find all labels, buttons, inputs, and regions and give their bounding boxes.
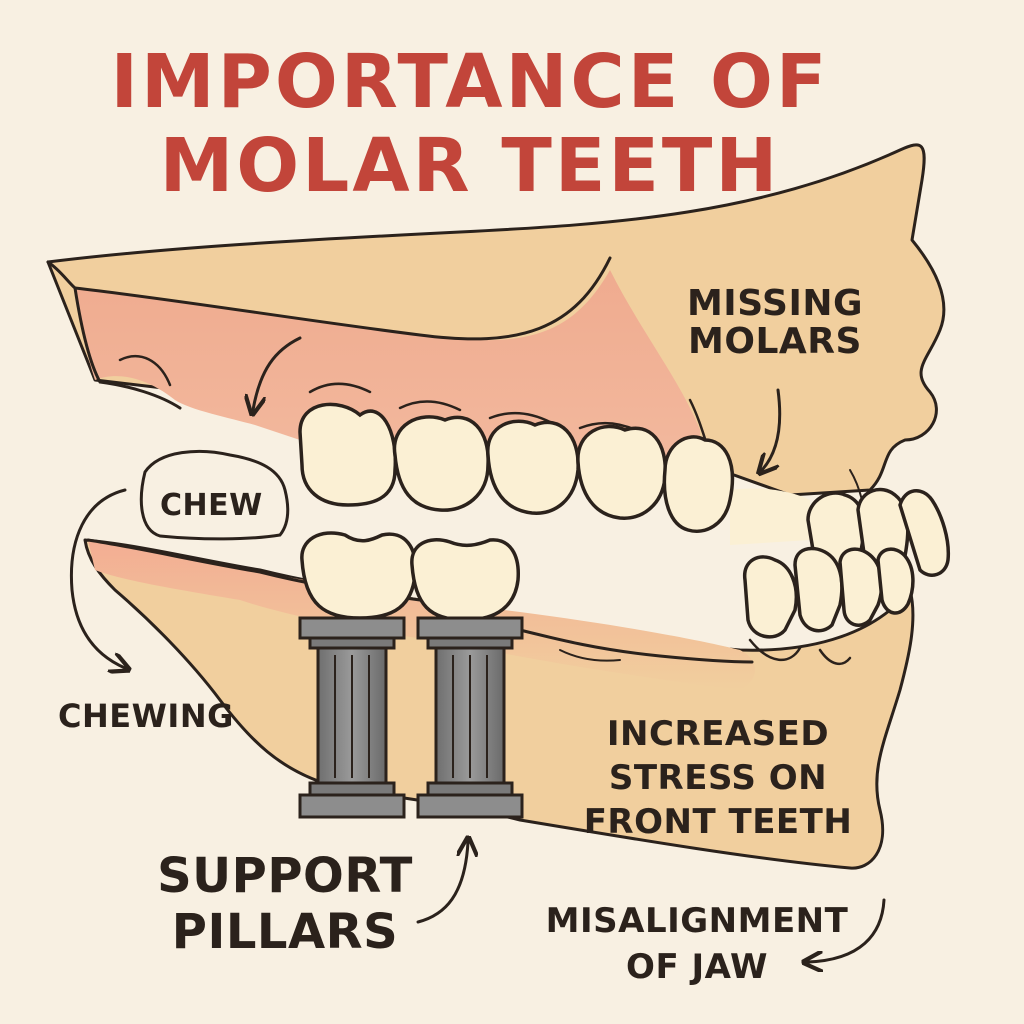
label-line: MISSING — [686, 283, 864, 324]
label-increased-stress: INCREASED STRESS ON FRONT TEETH — [568, 712, 868, 844]
upper-tooth — [576, 424, 668, 520]
gum-detail — [118, 354, 172, 387]
lower-front-teeth — [743, 546, 915, 639]
label-line: OF JAW — [626, 947, 768, 987]
label-line: STRESS ON — [608, 758, 828, 798]
lower-front-tooth — [838, 547, 884, 627]
label-line: MOLARS — [688, 320, 862, 362]
label-missing-molars: MISSING MOLARS — [680, 285, 870, 361]
arrow-support-pillars — [416, 842, 468, 924]
gum-detail — [559, 649, 621, 662]
upper-jaw-bone — [46, 143, 946, 497]
gum-detail — [308, 382, 372, 394]
upper-gum-edge — [73, 286, 182, 410]
arrow-chew-to-chewing — [69, 488, 125, 668]
lower-front-tooth — [793, 546, 844, 633]
gum-detail — [488, 411, 552, 424]
chew-bubble — [139, 449, 290, 541]
lower-front-tooth — [876, 547, 915, 615]
arrow-misalignment — [808, 898, 886, 962]
title-line-2: MOLAR TEETH — [159, 123, 781, 209]
label-misalignment: MISALIGNMENT OF JAW — [532, 898, 862, 990]
upper-teeth — [298, 402, 951, 597]
lower-molar — [300, 531, 418, 620]
arrow-missing-molars — [762, 388, 782, 470]
front-tooth — [898, 489, 951, 577]
upper-tooth — [392, 415, 490, 512]
gum-detail — [398, 400, 462, 412]
arrow-to-upper-gum — [253, 336, 302, 410]
support-pillar-left — [298, 616, 406, 819]
support-pillar-right — [416, 616, 524, 819]
upper-tooth — [662, 435, 735, 533]
title-line-1: IMPORTANCE OF — [110, 39, 830, 125]
label-line: INCREASED — [606, 714, 830, 754]
lower-molar — [410, 538, 520, 622]
upper-tooth — [298, 402, 398, 507]
gum-detail — [748, 638, 802, 662]
lower-front-tooth — [743, 555, 798, 639]
label-chew: CHEW — [160, 488, 263, 523]
upper-gum-outline — [46, 256, 612, 341]
label-line: FRONT TEETH — [583, 802, 853, 842]
page-title: IMPORTANCE OF MOLAR TEETH — [0, 40, 940, 208]
upper-tooth — [486, 419, 580, 515]
label-chewing: CHEWING — [58, 697, 234, 735]
missing-molar-gap — [730, 488, 810, 545]
label-support-pillars: SUPPORT PILLARS — [155, 848, 415, 960]
lower-gum-line — [518, 628, 754, 664]
lower-molars — [300, 531, 520, 622]
label-line: MISALIGNMENT — [545, 901, 849, 941]
lower-gum — [88, 540, 755, 690]
gum-detail — [818, 648, 852, 666]
label-line: PILLARS — [171, 904, 399, 960]
label-line: SUPPORT — [157, 848, 413, 904]
